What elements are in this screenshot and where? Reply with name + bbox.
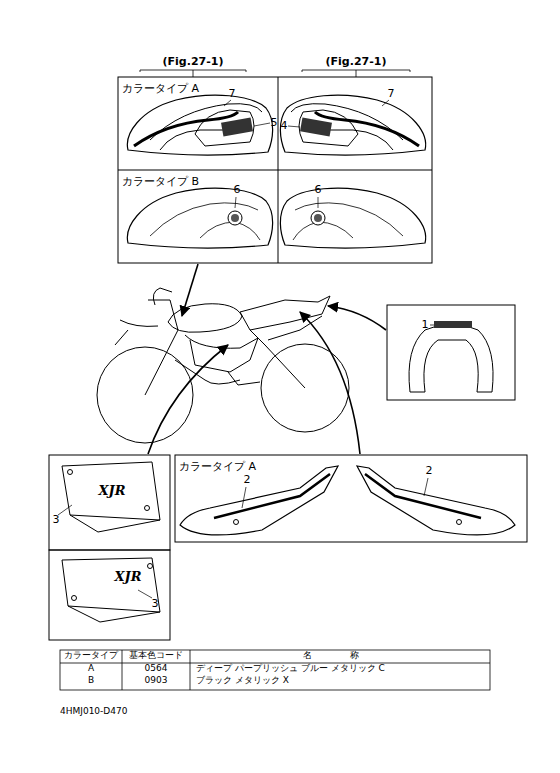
- callout-number: 3: [53, 514, 60, 526]
- callout-number: 6: [315, 184, 322, 196]
- figure-ref: (Fig.27-1): [163, 56, 224, 68]
- callout-number: 3: [152, 598, 159, 610]
- panel-heading: カラータイプ B: [118, 171, 203, 192]
- drawing-code: 4HMJ010-D470: [60, 707, 127, 717]
- figure-ref: (Fig.27-1): [326, 56, 387, 68]
- callout-number: 7: [229, 88, 236, 100]
- table-header: カラータイプ: [64, 651, 118, 661]
- table-header: 名 称: [303, 651, 378, 661]
- color-type-panel: カラータイプ A: [175, 455, 527, 542]
- callout-number: 2: [426, 465, 433, 477]
- color-type-panel: カラータイプ A: [118, 77, 278, 170]
- callout-number: 6: [234, 184, 241, 196]
- callout-number: 5: [271, 117, 278, 129]
- callout-number: 1: [422, 319, 429, 331]
- panel-heading: カラータイプ A: [118, 78, 203, 99]
- callout-number: 7: [388, 88, 395, 100]
- table-cell: ブラック メタリック X: [196, 676, 289, 686]
- logo-text: XJR: [98, 484, 125, 498]
- table-cell: 0903: [145, 676, 168, 686]
- color-type-panel: カラータイプ B: [118, 170, 278, 263]
- callout-number: 4: [281, 120, 288, 132]
- callout-number: 2: [244, 474, 251, 486]
- logo-text: XJR: [114, 570, 141, 584]
- table-header: 基本色コード: [129, 651, 183, 661]
- table-cell: ディープ パープリッシュ ブルー メタリック C: [196, 664, 385, 674]
- table-cell: 0564: [145, 664, 168, 674]
- table-cell: B: [88, 676, 94, 686]
- table-cell: A: [88, 664, 94, 674]
